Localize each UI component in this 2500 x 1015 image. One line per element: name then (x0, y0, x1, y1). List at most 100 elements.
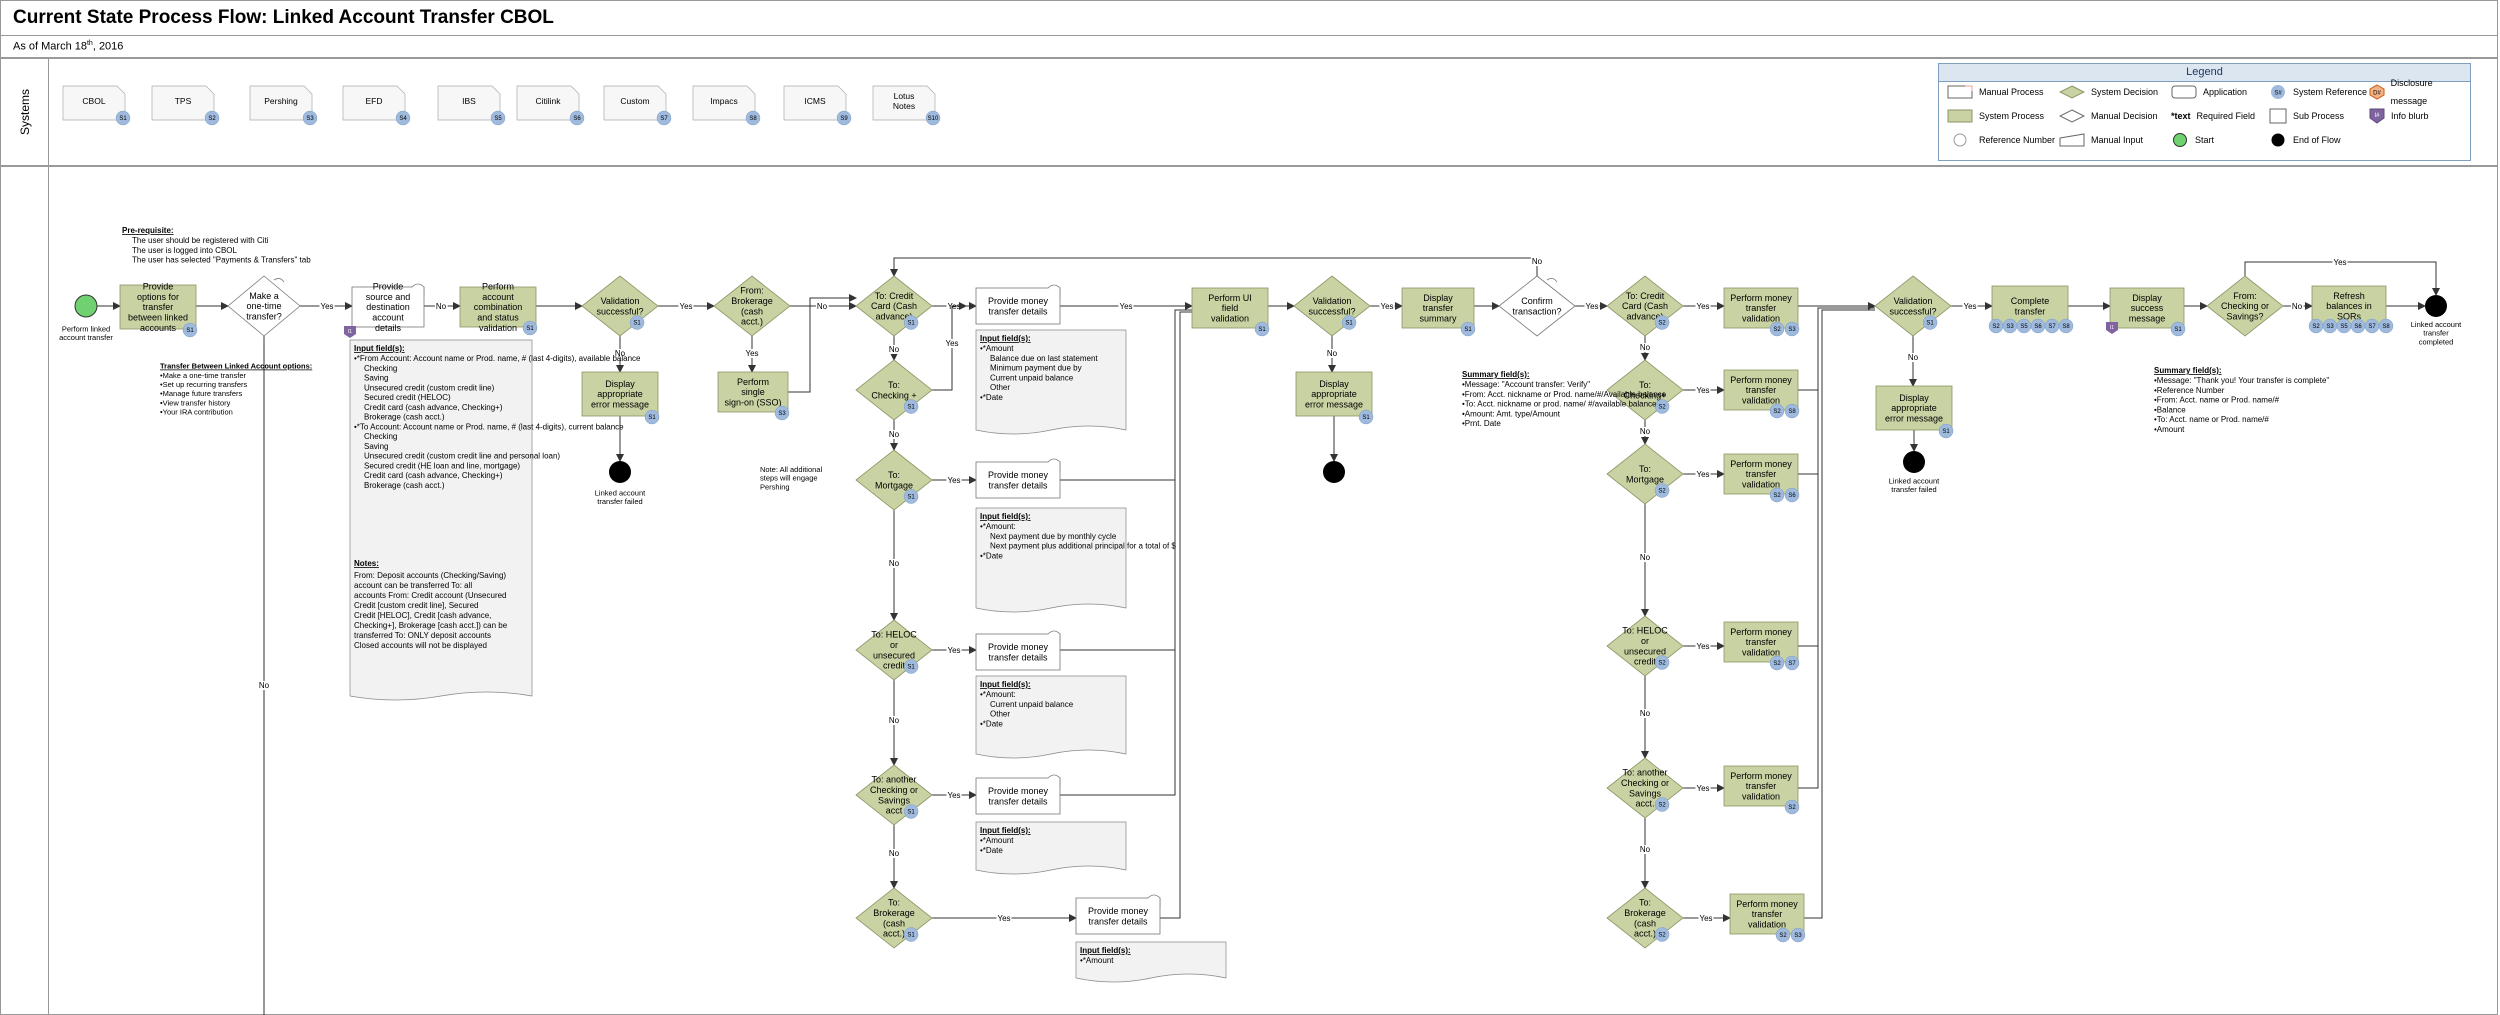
edge-label: No (1640, 343, 1651, 352)
svg-text:S1: S1 (2174, 327, 2182, 333)
edge-label: Yes (2333, 258, 2346, 267)
edge-label: No (1908, 353, 1919, 362)
system-reference-badge: S1 (903, 659, 919, 674)
input-fields-brokerage-note-line: •*Amount (1080, 956, 1114, 965)
input-fields-credit-note-line: •*Amount (980, 344, 1014, 353)
system-reference-badge: S1 (1460, 321, 1476, 337)
svg-text:S2: S2 (1992, 324, 2000, 330)
input-fields-heloc-note-line: Other (990, 710, 1010, 719)
system-reference-badge: S2 (1769, 321, 1785, 337)
system-reference-badge: S2 (1654, 399, 1670, 414)
system-reference-badge: S10 (925, 110, 941, 126)
svg-text:S2: S2 (2312, 324, 2320, 330)
input-fields-another-note: Input field(s):•*Amount•*Date (975, 821, 1127, 875)
system-name: Pershing (264, 96, 298, 106)
system-name: Impacs (710, 96, 737, 106)
svg-text:I1: I1 (348, 329, 352, 335)
system-reference-badge: S6 (2030, 318, 2046, 334)
svg-text:S1: S1 (1464, 327, 1472, 333)
system-reference-badge: S1 (182, 322, 198, 338)
success-fields-note-title: Summary field(s): (2154, 366, 2222, 375)
input-fields-source-note-line: Credit card (cash advance, Checking+) (364, 403, 503, 412)
svg-text:S2: S2 (1658, 405, 1666, 411)
success-fields-note-line: •To: Acct. name or Prod. name/# (2154, 415, 2269, 424)
edge-label: Yes (320, 302, 333, 311)
edge-label: Yes (997, 914, 1010, 923)
svg-text:S3: S3 (2006, 324, 2014, 330)
transfer-options-note-line: •View transfer history (160, 398, 231, 407)
transfer-options-note: Transfer Between Linked Account options:… (160, 362, 312, 417)
edge-label: No (889, 430, 900, 439)
svg-text:S3: S3 (306, 116, 314, 122)
system-reference-badge: S2 (1654, 927, 1670, 942)
as-of-prefix: As of March 18 (13, 40, 87, 53)
source-notes-body: From: Deposit accounts (Checking/Saving)… (354, 571, 508, 650)
svg-text:S2: S2 (1658, 661, 1666, 667)
systems-lane-label: Systems (1, 59, 49, 165)
edge-label: No (1640, 427, 1651, 436)
disclosure-symbol: D# (2369, 84, 2385, 100)
process-lane-label (1, 167, 49, 1014)
system-reference-badge: S2 (1769, 655, 1785, 671)
edge-label: No (889, 559, 900, 568)
source-notes-title: Notes: (354, 559, 379, 568)
system-reference-badge: S3 (1790, 927, 1806, 943)
input-fields-source-note-title: Input field(s): (354, 344, 405, 353)
svg-text:S5: S5 (2340, 324, 2348, 330)
disclosure-text: D# (2373, 91, 2381, 97)
input-fields-heloc-note-line: Current unpaid balance (990, 700, 1074, 709)
input-fields-source-note-line: Checking (364, 364, 397, 373)
svg-text:S1: S1 (648, 415, 656, 421)
system-reference-badge: S1 (629, 315, 645, 330)
system-reference-badge: S2 (1784, 799, 1800, 815)
svg-text:S8: S8 (1788, 409, 1796, 415)
edge-label: No (889, 345, 900, 354)
legend-start: Start (2171, 131, 2214, 149)
system-reference-badge: S7 (2364, 318, 2380, 334)
legend-system-reference: S# System Reference (2269, 83, 2367, 101)
edge-label: Yes (745, 349, 758, 358)
system-reference-badge: S2 (1775, 927, 1791, 943)
success-fields-note-line: •Balance (2154, 405, 2186, 414)
svg-text:S1: S1 (1926, 321, 1934, 327)
svg-text:S7: S7 (1788, 661, 1796, 667)
svg-text:S8: S8 (2062, 324, 2070, 330)
svg-text:S2: S2 (1773, 327, 1781, 333)
svg-text:S1: S1 (907, 495, 915, 501)
legend-reference-number: Reference Number (1947, 131, 2055, 149)
system-reference-badge: S2 (1654, 315, 1670, 330)
svg-text:S2: S2 (1658, 803, 1666, 809)
as-of-sup: th (86, 40, 93, 47)
svg-text:S1: S1 (907, 665, 915, 671)
legend-required-field: *text Required Field (2171, 107, 2255, 125)
system-reference-badge: S1 (903, 489, 919, 504)
edge-label: No (1640, 553, 1651, 562)
